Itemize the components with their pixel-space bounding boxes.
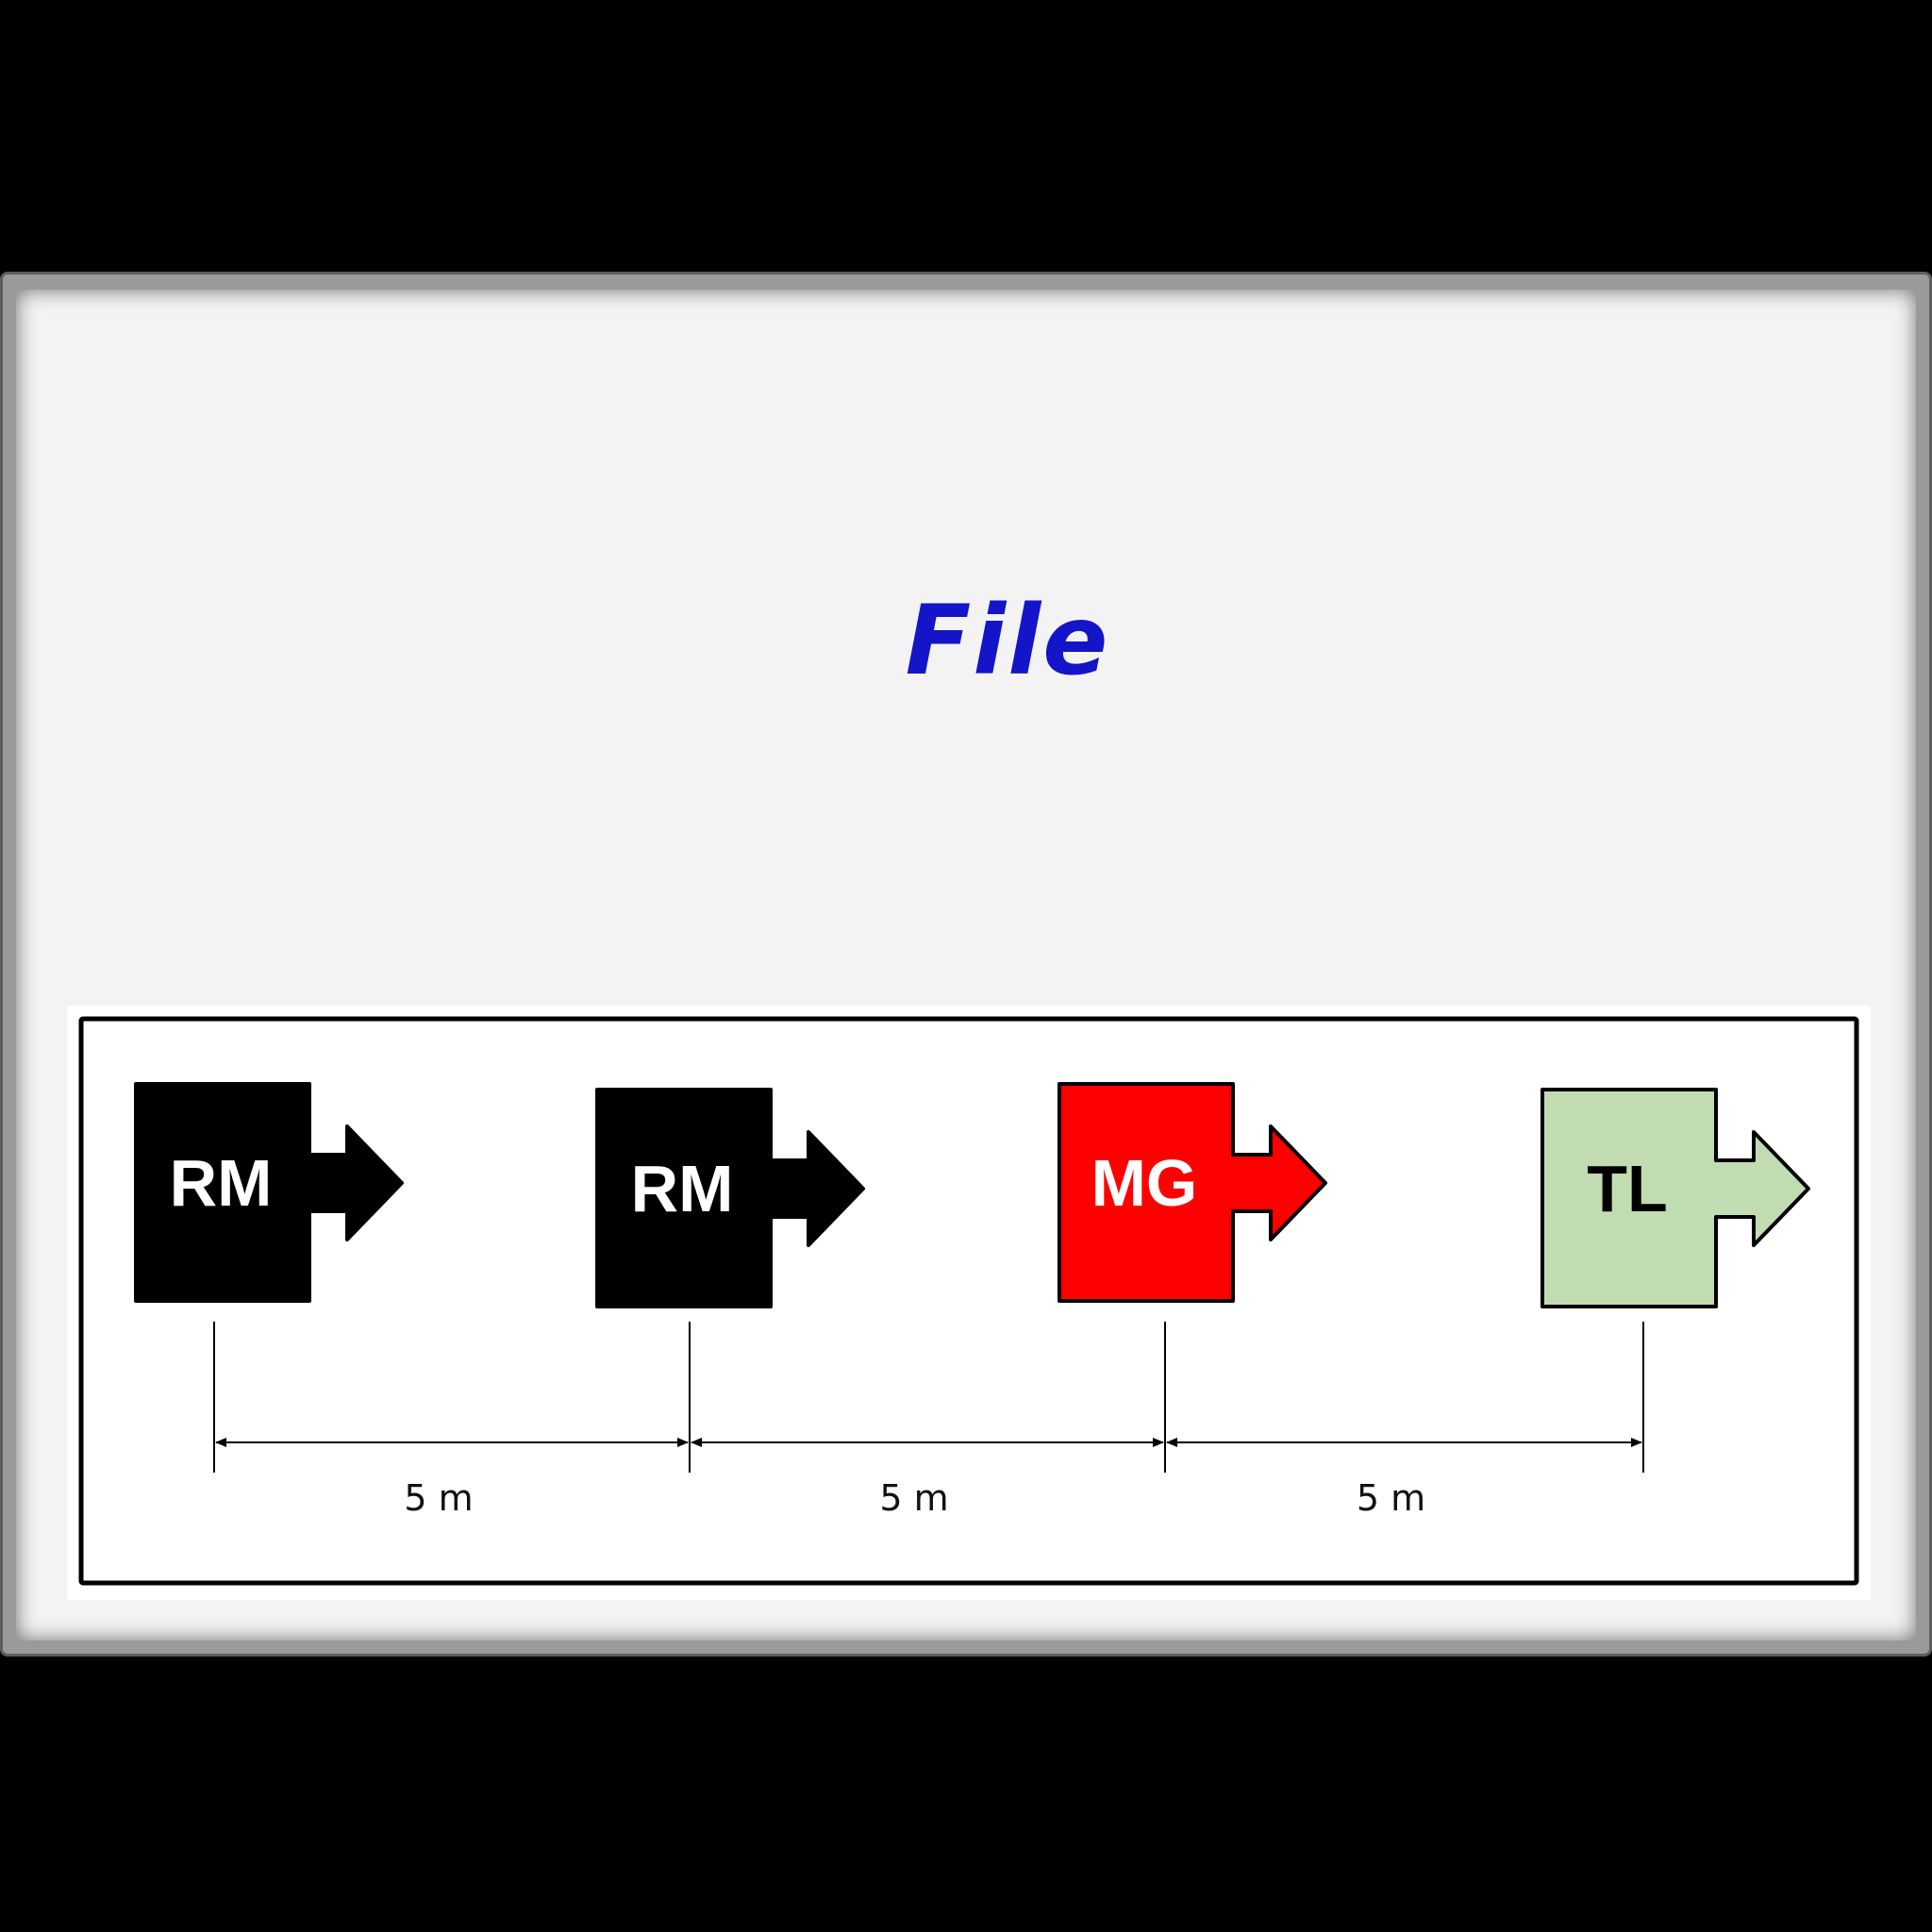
node-label: RM (170, 1146, 273, 1220)
diagram-svg: RM RM MG TL 5 m 5 m 5 m (78, 1016, 1859, 1586)
slide-title: File (905, 585, 1110, 697)
node-arrow-shape (1058, 1082, 1327, 1303)
node-4: TL (1541, 1088, 1810, 1308)
node-label: TL (1587, 1152, 1668, 1225)
diagram-panel: RM RM MG TL 5 m 5 m 5 m (67, 1006, 1871, 1600)
diagram-border (78, 1016, 1859, 1586)
node-arrow-shape (134, 1082, 404, 1303)
dimension-label-1: 5 m (404, 1477, 473, 1519)
node-arrow-shape (595, 1088, 865, 1308)
slide-frame: File RM RM MG TL 5 m 5 m 5 m (0, 272, 1932, 1657)
node-1: RM (134, 1082, 404, 1303)
dimension-label-3: 5 m (1357, 1477, 1425, 1519)
node-arrow-shape (1541, 1088, 1810, 1308)
node-3: MG (1058, 1082, 1327, 1303)
node-label: MG (1091, 1146, 1198, 1220)
dimension-label-2: 5 m (879, 1477, 948, 1519)
node-label: RM (631, 1152, 734, 1225)
node-2: RM (595, 1088, 865, 1308)
